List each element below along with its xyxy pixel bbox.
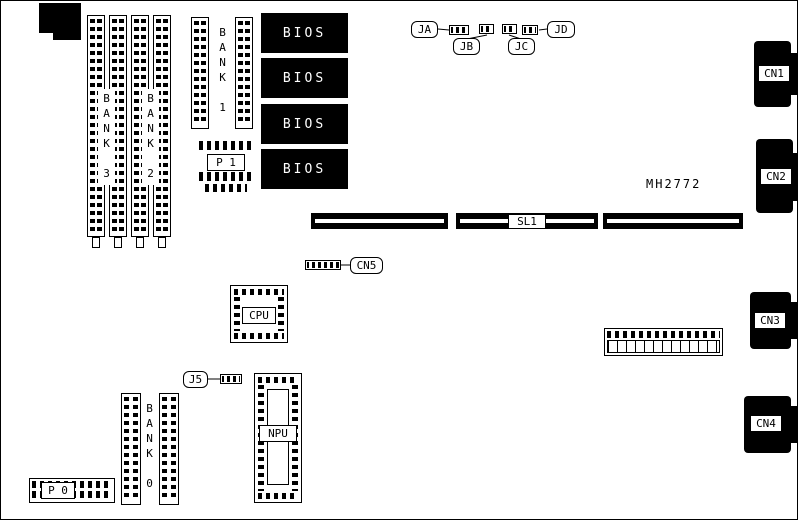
cn3-label: CN3 [754,312,786,329]
callout-line-ja [437,28,450,31]
jumper-block-ja [449,25,469,35]
p1-pin-row [199,141,251,150]
jumper-jd-label: JD [547,21,575,38]
expansion-slot-1 [311,213,448,229]
jumper-block-jb [479,24,494,34]
bank0-chip [159,393,179,505]
npu-label: NPU [259,425,297,442]
p1-pin-row [199,172,251,181]
bios-chip-1: BIOS [261,13,348,53]
npu-pin-row [258,493,298,499]
part-number-label: MH2772 [646,177,702,191]
jumper-ja-label: JA [411,21,438,38]
simm-foot [158,237,166,248]
cpu-pin-row [234,333,284,339]
bank0-label: BANK 0 [141,399,158,495]
p1-pin-row [205,184,247,192]
cpu-pin-row [234,289,284,295]
cn5-label: CN5 [350,257,383,274]
expansion-slot-3 [603,213,743,229]
bank1-label: BANK 1 [214,23,231,119]
bios-chip-3: BIOS [261,104,348,144]
bios-chip-1-label: BIOS [282,25,327,41]
bank1-chip [191,17,209,129]
cn2-label: CN2 [760,168,792,185]
bios-chip-2-label: BIOS [282,70,327,86]
bank2-label: BANK 2 [142,89,159,185]
jumper-jc-label: JC [508,38,535,55]
bank0-chip [121,393,141,505]
bank3-label: BANK 3 [98,89,115,185]
cpu-pin-column [234,297,240,331]
cn2-edge-tab [789,153,797,201]
bios-chip-4-label: BIOS [282,161,327,177]
simm-foot [114,237,122,248]
cn4-edge-tab [789,406,797,443]
jumper-block-jc [502,24,517,34]
pin-header-row [607,331,720,338]
simm-foot [136,237,144,248]
cn1-label: CN1 [758,65,790,82]
keyboard-connector [39,3,81,33]
p1-label: P 1 [207,154,245,171]
bank1-chip [235,17,253,129]
cn4-label: CN4 [750,415,782,432]
simm-foot [92,237,100,248]
bios-chip-2: BIOS [261,58,348,98]
p0-label: P 0 [41,482,75,499]
bios-chip-3-label: BIOS [282,116,327,132]
cn5-header [305,260,341,270]
jumper-block-j5 [220,374,242,384]
jumper-j5-label: J5 [183,371,208,388]
jumper-jb-label: JB [453,38,480,55]
bios-chip-4: BIOS [261,149,348,189]
cpu-pin-column [278,297,284,331]
npu-pin-row [258,377,298,383]
jumper-block-jd [522,25,538,35]
sl1-label: SL1 [508,214,546,229]
keyboard-connector-step [53,32,81,40]
callout-line-jd [538,28,548,31]
pin-header-teeth [607,340,720,353]
cn1-edge-tab [789,53,797,95]
cpu-label: CPU [242,307,276,324]
cn3-edge-tab [789,302,797,339]
